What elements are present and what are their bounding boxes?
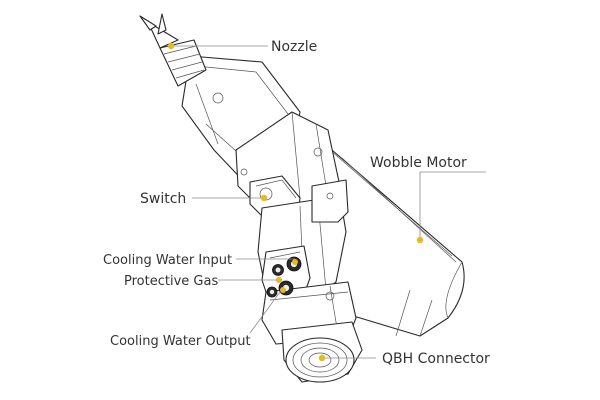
leader-lines	[171, 45, 486, 359]
label-qbh-connector: QBH Connector	[382, 351, 490, 367]
nozzle	[139, 13, 207, 87]
label-protective-gas: Protective Gas	[124, 274, 218, 289]
protective-gas-port	[272, 264, 284, 276]
marker-qbh-connector	[318, 354, 326, 362]
label-cooling-water-output: Cooling Water Output	[110, 334, 251, 349]
marker-protective-gas	[276, 277, 282, 283]
label-switch: Switch	[140, 191, 186, 207]
leader-wobble-motor	[419, 171, 486, 238]
marker-dots	[167, 42, 424, 362]
label-cooling-water-input: Cooling Water Input	[103, 253, 232, 268]
marker-cooling-water-output	[280, 287, 286, 293]
label-nozzle: Nozzle	[271, 39, 317, 55]
label-wobble-motor: Wobble Motor	[370, 155, 467, 171]
marker-switch	[260, 194, 268, 202]
marker-wobble-motor	[416, 236, 424, 244]
marker-cooling-water-input	[292, 259, 298, 265]
qbh-connector	[281, 321, 363, 383]
leader-cooling-water-output	[249, 291, 281, 334]
marker-nozzle	[167, 42, 175, 50]
